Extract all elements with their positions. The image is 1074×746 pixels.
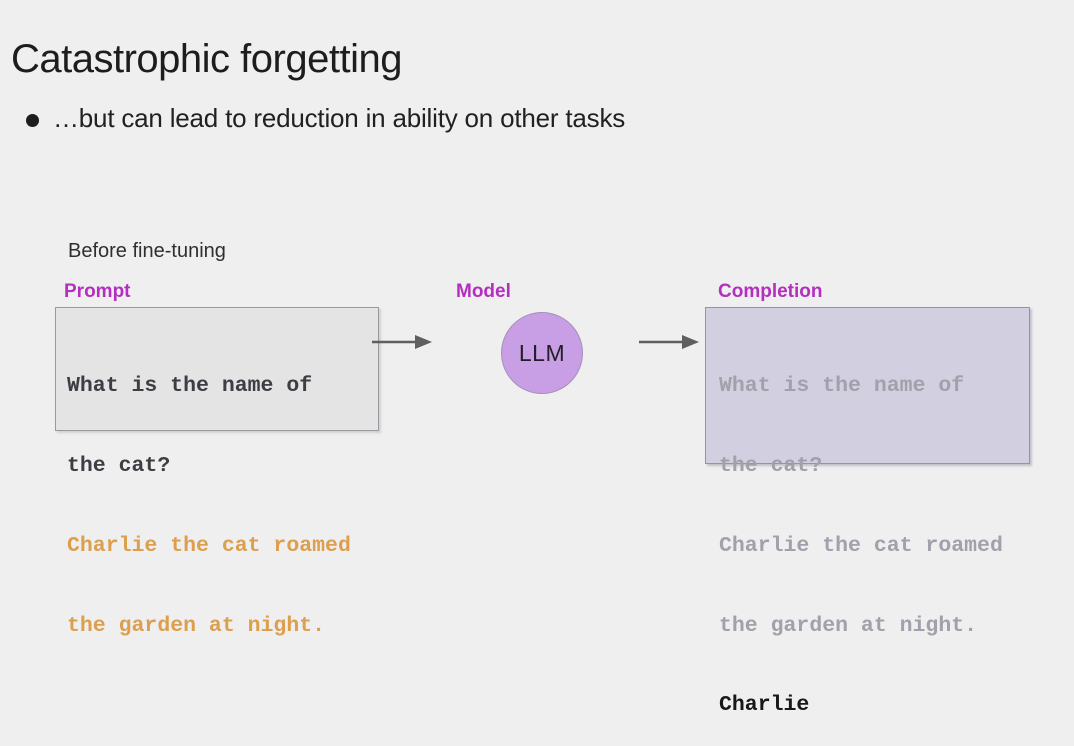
prompt-question-line: the cat? (67, 453, 171, 478)
completion-echo-line: What is the name of (719, 374, 965, 399)
prompt-question-line: What is the name of (67, 374, 313, 399)
completion-column-label: Completion (718, 281, 823, 302)
bullet-item: …but can lead to reduction in ability on… (26, 103, 625, 134)
prompt-column-label: Prompt (64, 281, 131, 302)
prompt-to-model-arrow-icon (372, 335, 432, 349)
completion-new-text: Charlie (719, 693, 810, 718)
model-to-completion-arrow-icon (639, 335, 699, 349)
model-column-label: Model (456, 281, 511, 302)
prompt-answer-line: the garden at night. (67, 613, 326, 638)
bullet-icon (26, 114, 39, 127)
slide-title: Catastrophic forgetting (11, 36, 402, 81)
stage-label: Before fine-tuning (68, 240, 226, 262)
completion-echo-line: the cat? (719, 453, 823, 478)
prompt-answer-line: Charlie the cat roamed (67, 533, 351, 558)
completion-box: What is the name of the cat? Charlie the… (705, 307, 1030, 717)
llm-model-node: LLM (501, 312, 583, 394)
bullet-text: …but can lead to reduction in ability on… (53, 103, 626, 133)
prompt-box: What is the name of the cat? Charlie the… (55, 307, 379, 638)
completion-echo-line: the garden at night. (719, 613, 978, 638)
llm-node-label: LLM (518, 339, 566, 366)
completion-echo-line: Charlie the cat roamed (719, 533, 1003, 558)
